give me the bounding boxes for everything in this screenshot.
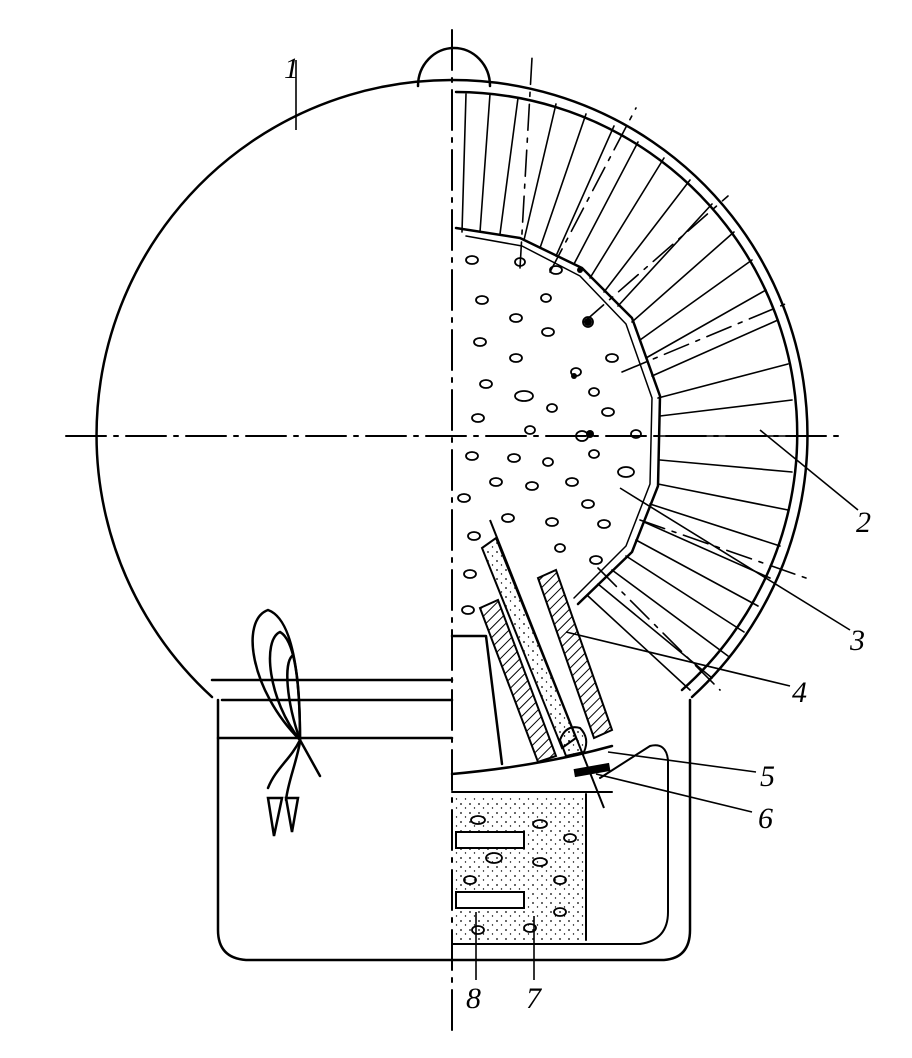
label-7: 7 <box>526 982 543 1015</box>
base-support-right <box>450 698 692 962</box>
label-4: 4 <box>792 676 807 709</box>
sleeve-right <box>536 568 614 740</box>
base-block-lower <box>455 891 525 909</box>
label-5: 5 <box>760 760 775 793</box>
leader-lines <box>295 60 859 980</box>
core-pebble-bed <box>457 255 642 615</box>
sleeve-left <box>478 598 558 764</box>
base-support-left <box>216 698 454 962</box>
core-boundary-inner <box>465 235 653 599</box>
label-8: 8 <box>466 982 481 1015</box>
flame-symbol <box>251 608 322 837</box>
discharge-tube-assembly <box>478 519 614 809</box>
label-3: 3 <box>849 624 865 657</box>
bottom-lining <box>450 744 614 776</box>
lifting-lug <box>416 46 492 88</box>
base-block-upper <box>455 831 525 849</box>
valve-seat <box>558 726 588 758</box>
label-6: 6 <box>758 802 773 835</box>
lower-wall <box>450 634 504 766</box>
outer-shell-inner-wall <box>454 90 799 692</box>
radial-centerlines <box>519 57 807 691</box>
tube-axis <box>489 519 605 809</box>
outer-shell-right <box>450 78 809 699</box>
valve-plate <box>573 762 611 778</box>
radial-insulation-blocks <box>461 93 795 691</box>
base-inner-wall <box>451 744 669 945</box>
outer-shell-left <box>95 78 454 699</box>
base-fill <box>454 796 584 942</box>
label-1: 1 <box>284 52 299 85</box>
label-2: 2 <box>856 506 871 539</box>
callout-labels: 1 2 3 4 5 6 7 8 <box>284 52 871 1015</box>
